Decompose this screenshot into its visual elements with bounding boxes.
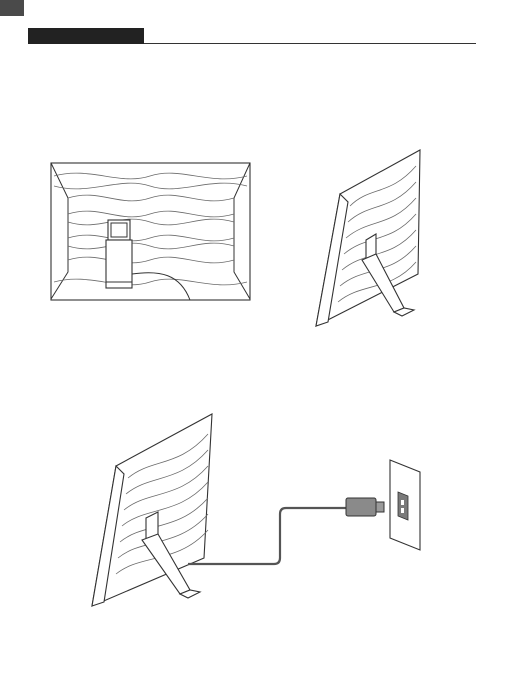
photo-frame-stand-icon xyxy=(310,146,430,331)
frame-power-connection xyxy=(88,408,424,608)
section-header-rule xyxy=(144,43,476,44)
corner-tab xyxy=(0,0,24,16)
frame-standing-view xyxy=(310,146,430,331)
power-adapter-icon xyxy=(88,408,424,608)
section-header-bar xyxy=(28,28,144,44)
photo-frame-back-icon xyxy=(50,162,252,302)
frame-back-view xyxy=(50,162,252,302)
